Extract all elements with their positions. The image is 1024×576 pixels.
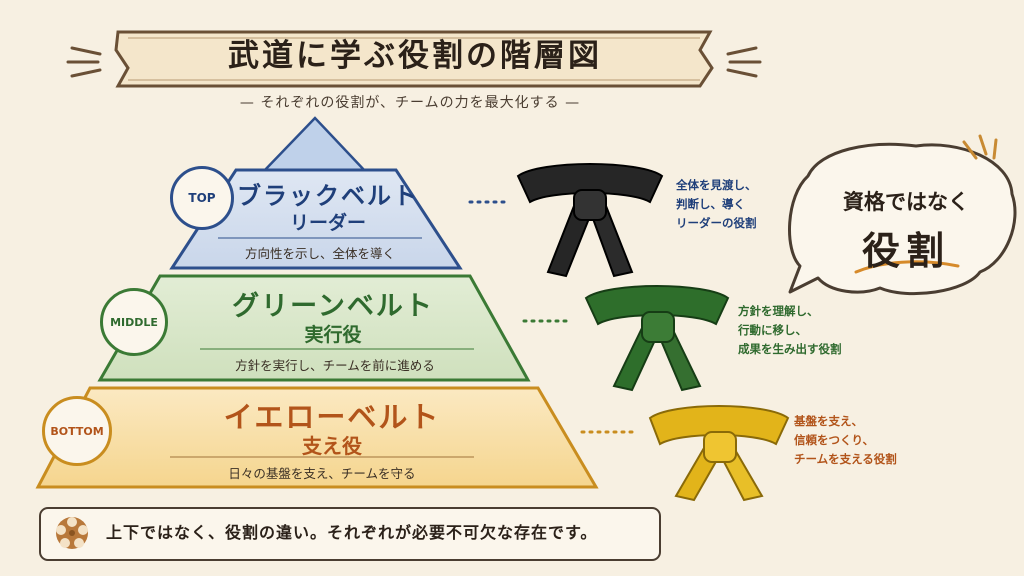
footer-message: 上下ではなく、役割の違い。それぞれが必要不可欠な存在です。 <box>106 523 598 542</box>
emphasis-lines <box>962 134 998 160</box>
note-top-line: 全体を見渡し、 <box>676 178 757 192</box>
tier-top-shape <box>169 168 463 270</box>
note-top-line: リーダーの役割 <box>676 216 757 230</box>
flower-icon <box>56 517 88 549</box>
badge-bottom: BOTTOM <box>42 396 112 466</box>
bubble-line-2: 役割 <box>861 228 950 273</box>
bubble-line-1: 資格ではなく <box>843 189 969 214</box>
badge-top: TOP <box>170 166 234 230</box>
note-top-line: 判断し、導く <box>676 197 745 211</box>
badge-middle: MIDDLE <box>100 288 168 356</box>
page-title: 武道に学ぶ役割の階層図 <box>228 38 602 74</box>
page-subtitle: — それぞれの役割が、チームの力を最大化する — <box>239 95 581 111</box>
tier-middle-name: グリーンベルト <box>232 291 434 322</box>
black-belt-icon <box>516 163 664 278</box>
note-top: 全体を見渡し、 判断し、導く リーダーの役割 <box>676 176 806 233</box>
tier-top-desc: 方向性を示し、全体を導く <box>244 246 395 261</box>
tier-top-role: リーダー <box>289 212 366 234</box>
speech-bubble <box>788 142 1017 296</box>
note-middle-line: 方針を理解し、 <box>738 304 819 318</box>
footer-box <box>39 507 661 561</box>
pyramid-peak <box>260 116 369 174</box>
tier-bottom-name: イエローベルト <box>223 400 441 434</box>
tier-top-name: ブラックベルト <box>237 182 419 210</box>
note-middle: 方針を理解し、 行動に移し、 成果を生み出す役割 <box>738 302 898 359</box>
note-middle-line: 成果を生み出す役割 <box>738 342 842 356</box>
tier-bottom-desc: 日々の基盤を支え、チームを守る <box>228 466 416 481</box>
note-bottom: 基盤を支え、 信頼をつくり、 チームを支える役割 <box>794 412 944 469</box>
yellow-belt-icon <box>648 405 790 502</box>
tier-middle-role: 実行役 <box>304 324 362 346</box>
tier-bottom-role: 支え役 <box>302 434 362 458</box>
note-middle-line: 行動に移し、 <box>738 323 807 337</box>
green-belt-icon <box>584 285 730 392</box>
note-bottom-line: 信頼をつくり、 <box>794 433 875 447</box>
note-bottom-line: 基盤を支え、 <box>794 414 863 428</box>
note-bottom-line: チームを支える役割 <box>794 452 897 466</box>
tier-middle-desc: 方針を実行し、チームを前に進める <box>235 358 435 373</box>
title-banner <box>114 30 714 88</box>
banner-deco-lines <box>66 46 762 78</box>
